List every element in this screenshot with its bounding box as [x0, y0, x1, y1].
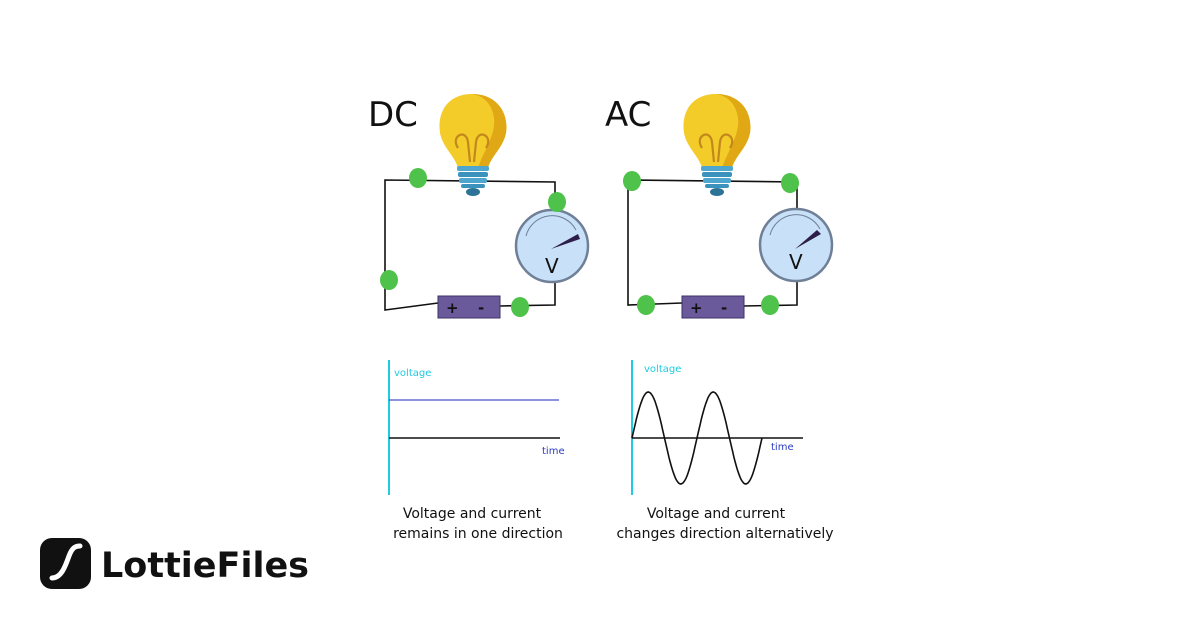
ac-light-bulb-icon [683, 94, 751, 196]
ac-time-label: time [771, 442, 794, 453]
dc-meter-label: V [545, 254, 559, 278]
dc-battery: + - [437, 295, 501, 319]
ac-node [761, 295, 779, 315]
ac-node [781, 173, 799, 193]
dc-light-bulb-icon [439, 94, 507, 196]
ac-voltmeter-icon: V [758, 207, 834, 283]
dc-title: DC [368, 95, 418, 135]
dc-battery-plus: + [446, 299, 459, 317]
dc-node [409, 168, 427, 188]
ac-node [637, 295, 655, 315]
brand: LottieFiles [40, 538, 309, 589]
dc-voltage-label: voltage [394, 368, 431, 379]
dc-node [380, 270, 398, 290]
dc-caption-line2: remains in one direction [393, 526, 563, 542]
dc-voltmeter-icon: V [514, 208, 590, 284]
ac-battery: + - [681, 295, 745, 319]
ac-caption-line1: Voltage and current [647, 506, 786, 522]
ac-sine-wave [631, 391, 763, 485]
ac-voltage-label: voltage [644, 364, 681, 375]
dc-graph: voltage time [388, 360, 565, 495]
lottiefiles-logo-icon [40, 538, 91, 589]
ac-circuit: AC + - V [605, 94, 834, 319]
ac-graph: voltage time [631, 360, 803, 495]
brand-name: LottieFiles [101, 546, 309, 586]
ac-meter-label: V [789, 250, 803, 274]
dc-node [548, 192, 566, 212]
ac-caption-line2: changes direction alternatively [616, 526, 833, 542]
ac-battery-minus: - [721, 299, 727, 317]
ac-battery-plus: + [690, 299, 703, 317]
dc-circuit: DC + - V [368, 94, 590, 319]
dc-battery-minus: - [478, 299, 484, 317]
ac-node [623, 171, 641, 191]
dc-time-label: time [542, 446, 565, 457]
ac-title: AC [605, 95, 651, 135]
dc-node [511, 297, 529, 317]
dc-caption-line1: Voltage and current [403, 506, 542, 522]
